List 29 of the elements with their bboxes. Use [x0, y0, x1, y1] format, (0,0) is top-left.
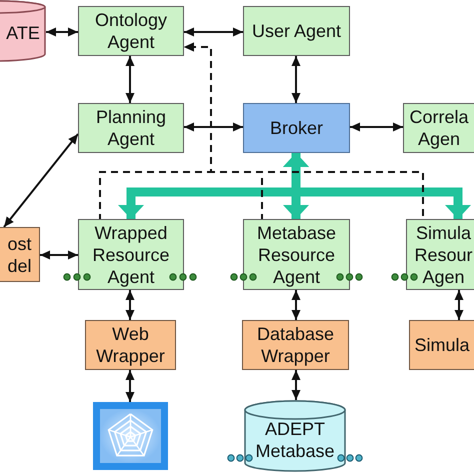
- double-headed-arrow: [292, 290, 300, 320]
- agent-box: Ontology Agent: [78, 6, 184, 56]
- spider-web-icon: [93, 402, 168, 470]
- wrapper-box: Web Wrapper: [85, 320, 176, 370]
- double-headed-arrow: [292, 56, 300, 103]
- double-headed-arrow: [3, 133, 79, 228]
- agent-box: Wrapped Resource Agent: [78, 219, 184, 290]
- double-headed-arrow: [126, 370, 134, 402]
- double-headed-arrow: [184, 28, 243, 36]
- database-cylinder: ADEPT Metabase: [244, 400, 346, 472]
- model-box: ost del: [0, 227, 40, 282]
- agent-box: User Agent: [243, 6, 350, 56]
- database-cylinder: ATE: [0, 0, 46, 62]
- double-headed-arrow: [292, 370, 300, 400]
- double-headed-arrow: [126, 56, 134, 103]
- double-headed-arrow: [454, 290, 464, 320]
- agent-box: Simula Resour Agen: [406, 219, 474, 290]
- agent-box: Planning Agent: [78, 103, 184, 153]
- double-headed-arrow: [126, 290, 134, 320]
- dashed-arrow: [184, 42, 424, 219]
- double-headed-arrow: [46, 28, 78, 36]
- agent-box: Correla Agen: [403, 103, 474, 153]
- wrapper-box: Database Wrapper: [242, 320, 349, 370]
- double-headed-arrow: [350, 122, 403, 132]
- double-headed-arrow: [40, 250, 78, 260]
- broker-box: Broker: [243, 103, 350, 153]
- double-headed-arrow: [184, 122, 243, 132]
- agent-box: Metabase Resource Agent: [243, 219, 350, 290]
- wrapper-box: Simula: [409, 320, 474, 370]
